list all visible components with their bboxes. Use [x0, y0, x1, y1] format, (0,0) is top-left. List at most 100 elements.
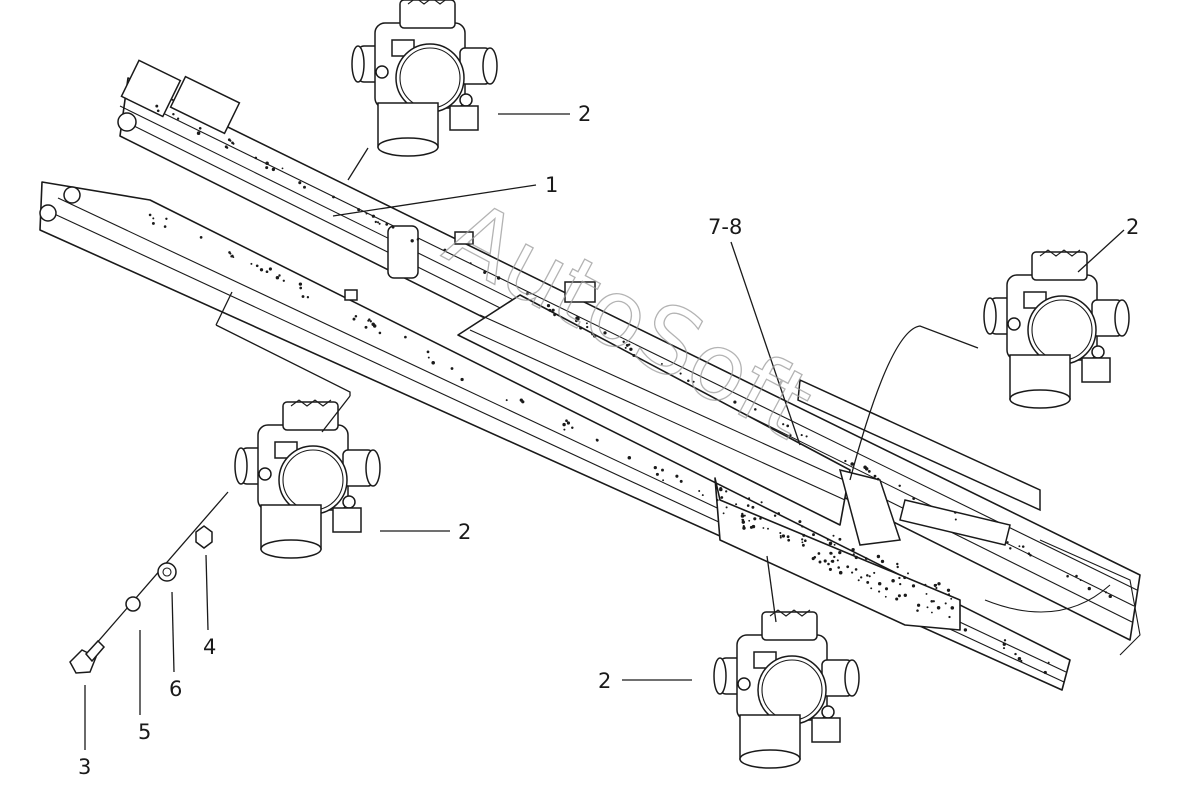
rivet-hole — [870, 587, 873, 590]
rivet-hole — [926, 606, 929, 609]
rivet-hole — [595, 438, 599, 442]
rivet-hole — [698, 490, 701, 492]
rivet-hole — [332, 195, 335, 199]
rivet-hole — [896, 565, 899, 569]
callout-4: 4 — [203, 635, 216, 659]
rivet-hole — [946, 588, 951, 592]
rivet-hole — [725, 506, 728, 509]
rivet-hole — [575, 319, 578, 323]
rivet-hole — [679, 479, 683, 483]
rivet-hole — [632, 353, 636, 358]
rivet-hole — [925, 592, 928, 595]
rivet-hole — [762, 527, 765, 529]
spring-bracket-left — [234, 399, 381, 559]
rivet-hole — [948, 615, 951, 619]
rivet-hole — [880, 559, 885, 564]
rivet-hole — [828, 541, 833, 546]
rivet-hole — [801, 525, 804, 528]
rivet-hole — [742, 526, 746, 530]
callout-2-right: 2 — [1126, 215, 1139, 239]
rivet-hole — [586, 325, 589, 329]
rivet-hole — [867, 470, 871, 473]
rivet-hole — [431, 361, 435, 365]
rivet-hole — [950, 606, 955, 610]
bolt-icon — [69, 639, 106, 674]
rivet-hole — [226, 146, 229, 149]
rivet-hole — [832, 534, 835, 537]
rivet-hole — [593, 334, 597, 338]
rivet-hole — [827, 562, 830, 566]
rivet-hole — [837, 566, 840, 569]
rivet-hole — [854, 555, 858, 560]
rivet-hole — [655, 472, 659, 476]
rivet-hole — [1109, 595, 1112, 598]
rivet-hole — [954, 511, 957, 514]
rivet-hole — [851, 547, 855, 552]
rivet-hole — [817, 552, 821, 555]
rivet-hole — [1029, 553, 1032, 557]
rivet-hole — [720, 496, 724, 499]
callout-3: 3 — [78, 755, 91, 779]
rivet-hole — [352, 317, 356, 321]
rivet-hole — [303, 185, 306, 189]
rivet-hole — [496, 276, 501, 280]
rivet-hole — [298, 181, 302, 185]
rivet-hole — [603, 331, 607, 335]
rivet-hole — [954, 518, 957, 521]
rivet-hole — [878, 590, 881, 593]
rivet-hole — [165, 217, 168, 220]
rivet-hole — [679, 372, 682, 375]
rivet-hole — [748, 497, 751, 500]
rivet-holes — [148, 104, 1112, 675]
rivet-hole — [876, 477, 880, 481]
rivet-hole — [751, 505, 755, 509]
rivet-hole — [301, 295, 305, 298]
callout-6: 6 — [169, 677, 182, 701]
rivet-hole — [1027, 552, 1031, 555]
rivet-hole — [281, 167, 284, 170]
callout-1: 1 — [545, 173, 558, 197]
rivet-hole — [1003, 639, 1007, 642]
nut-icon — [195, 525, 213, 549]
rivet-hole — [391, 225, 395, 229]
rivet-hole — [884, 595, 887, 598]
rivet-hole — [268, 267, 272, 271]
rivet-hole — [701, 494, 704, 497]
rivet-hole — [198, 126, 202, 130]
rivet-hole — [229, 252, 232, 255]
rivet-hole — [937, 582, 941, 586]
rivet-hole — [891, 578, 895, 583]
rivet-hole — [916, 609, 919, 612]
rivet-hole — [813, 556, 817, 559]
rivet-hole — [1104, 591, 1108, 594]
rivet-hole — [802, 533, 806, 537]
rivet-hole — [1079, 579, 1082, 582]
rivet-hole — [571, 426, 574, 429]
rivet-hole — [1066, 574, 1069, 578]
rivet-hole — [259, 268, 264, 272]
rivet-hole — [364, 325, 368, 329]
rivet-hole — [661, 468, 664, 472]
rivet-hole — [748, 519, 751, 522]
rivet-hole — [782, 423, 785, 426]
rivet-hole — [773, 514, 777, 517]
rivet-hole — [306, 296, 310, 299]
spring-bracket-icon — [351, 0, 498, 157]
rivet-hole — [1002, 642, 1006, 646]
rivet-hole — [833, 555, 836, 559]
rivet-hole — [579, 326, 583, 330]
rivet-hole — [1006, 541, 1009, 544]
rivet-hole — [385, 223, 389, 226]
rivet-hole — [801, 543, 805, 547]
rivet-hole — [912, 497, 916, 500]
rivet-hole — [740, 514, 745, 518]
rivet-hole — [374, 220, 377, 224]
rivet-hole — [163, 225, 167, 228]
rivet-hole — [846, 565, 850, 569]
rivet-hole — [230, 255, 233, 258]
rivet-hole — [906, 572, 910, 575]
spring-bracket-icon — [983, 249, 1130, 409]
rivet-hole — [460, 377, 464, 382]
rivet-hole — [1017, 656, 1022, 661]
rivet-hole — [553, 313, 557, 317]
